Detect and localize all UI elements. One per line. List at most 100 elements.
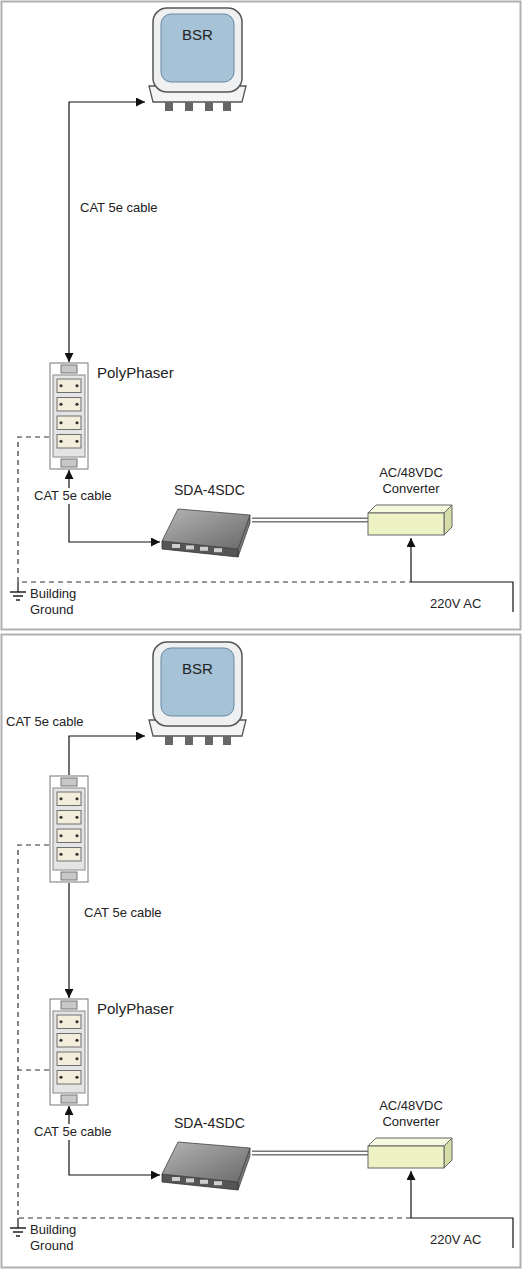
protector-screw [59,834,62,837]
base-station-router: BSR [145,6,250,114]
protector-module [57,829,81,843]
power-converter: AC/48VDC Converter [368,1138,454,1170]
protector-screw [75,421,78,424]
cable-core [252,1152,368,1154]
supply-label: 220V AC [428,1232,483,1248]
surge-protector: PolyPhaser [49,998,89,1106]
ground-lead [17,582,18,592]
protector-housing [50,999,88,1105]
protector-cap [61,459,77,467]
protector-body [53,375,85,457]
cable-label: CAT 5e cable [32,1124,114,1140]
protector-cap [61,872,77,880]
sda-port [172,1177,180,1181]
ground-symbol [16,599,20,600]
cat5e-cable [69,102,145,362]
node-label: BSR [145,26,250,44]
bsr-body [153,8,242,92]
surge-protector: PolyPhaser [49,362,89,470]
ground-wire [18,1069,49,1070]
sda-port [186,545,194,549]
protector-screw [75,384,78,387]
bsr-panel [161,14,234,82]
sda-top [162,1142,250,1182]
protector-module [57,379,81,393]
protector-module [57,848,81,862]
node-label: AC/48VDC Converter [358,1098,464,1129]
node-label: BSR [145,660,250,678]
converter-front [368,1146,444,1168]
sda-port [186,1178,194,1182]
sda-top [162,509,250,549]
cat5e-cable [69,736,145,775]
device-drawing [160,505,252,567]
protector-screw [59,421,62,424]
ground-label: Building Ground [28,586,90,617]
protector-body [53,788,85,870]
protector-module [57,792,81,806]
bsr-connector [165,736,173,745]
protector-screw [75,834,78,837]
sda-port [200,547,208,551]
power-cable [252,1151,368,1156]
panel-frame [2,2,521,630]
power-converter: AC/48VDC Converter [368,505,454,537]
protector-screw [75,797,78,800]
protector-cap [61,1001,77,1009]
protector-screw [59,403,62,406]
device-drawing [368,1138,454,1170]
cable-label: CAT 5e cable [78,200,160,216]
protector-screw [75,816,78,819]
cable-label: CAT 5e cable [4,714,86,730]
sda-port [200,1180,208,1184]
cat5e-cable [69,1106,160,1175]
protector-screw [59,1076,62,1079]
ground-wire [18,437,411,582]
converter-front [368,513,444,535]
device-drawing [49,998,89,1106]
bsr-connector [205,736,213,745]
protector-screw [59,1039,62,1042]
protector-screw [59,1057,62,1060]
ground-lead [17,1218,18,1228]
ground-symbol [13,595,23,596]
bsr-connector [223,102,231,111]
converter-top [368,505,452,513]
bsr-connector [223,736,231,745]
cable-label: CAT 5e cable [82,905,164,921]
cable-core [252,519,368,521]
device-drawing [145,640,250,748]
protector-screw [75,853,78,856]
protector-screw [75,403,78,406]
panel-frame [2,635,521,1268]
protector-module [57,435,81,449]
cable-label: CAT 5e cable [32,488,114,504]
device-drawing [368,505,454,537]
device-drawing [49,362,89,470]
cat5e-cable [68,883,69,998]
protector-screw [59,816,62,819]
protector-body [53,1011,85,1093]
protector-housing [50,363,88,469]
supply-wire [411,582,513,612]
supply-wire [410,1171,411,1218]
power-injector: SDA-4SDC [160,505,252,567]
protector-screw [59,1020,62,1023]
ground-symbol [10,1227,26,1228]
sda-port [214,548,222,552]
device-drawing [160,1138,252,1200]
protector-cap [61,1095,77,1103]
node-label: SDA-4SDC [174,1115,245,1132]
protector-module [57,1052,81,1066]
power-injector: SDA-4SDC [160,1138,252,1200]
ground-symbol [10,591,26,592]
bsr-panel [161,648,234,716]
protector-module [57,1071,81,1085]
device-drawing [145,6,250,114]
bsr-connector [165,102,173,111]
protector-module [57,1015,81,1029]
node-label: AC/48VDC Converter [358,465,464,496]
bsr-connector [205,102,213,111]
protector-screw [59,797,62,800]
